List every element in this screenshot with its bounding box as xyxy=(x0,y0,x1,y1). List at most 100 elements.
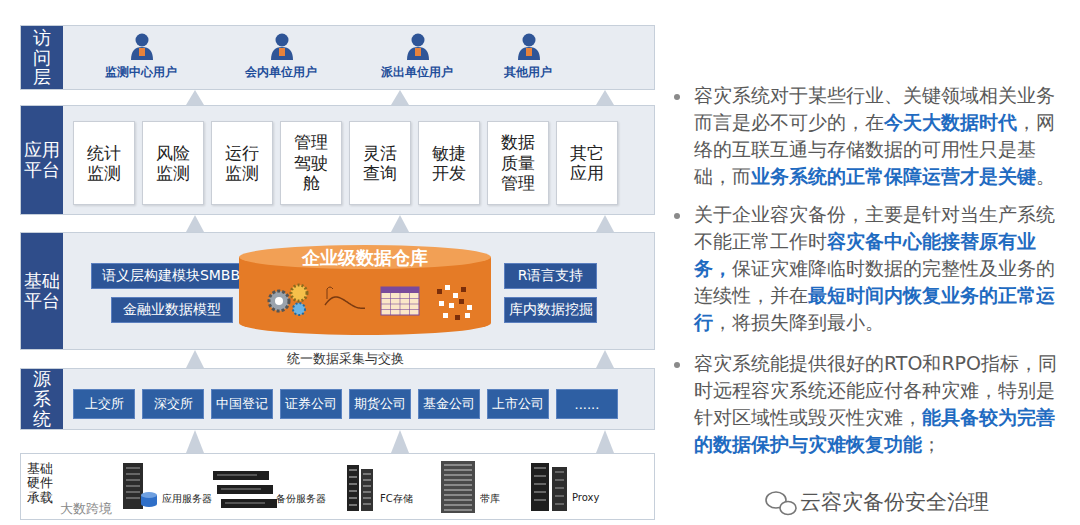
highlight-text: 今天大数据时代 xyxy=(884,111,1017,133)
box-label: 库内数据挖掘 xyxy=(509,301,593,319)
box-label: 期货公司 xyxy=(354,395,406,413)
hardware-band: 基础硬件承载 xyxy=(20,453,655,520)
box-label: 基金公司 xyxy=(423,395,475,413)
layer-name: 基础硬件承载 xyxy=(27,462,54,505)
box-label: 敏捷开发 xyxy=(432,143,467,184)
box-label: 上交所 xyxy=(85,395,124,413)
module-box: 库内数据挖掘 xyxy=(504,297,597,323)
box-label: R语言支持 xyxy=(518,267,584,285)
arrow-head xyxy=(391,430,409,453)
hardware-label: 应用服务器 xyxy=(162,492,212,506)
source-layer-band: 源系统 上交所 深交所 中国登记证券公司期货公司基金公司上市公司...... xyxy=(20,368,655,430)
arrow-head xyxy=(391,90,409,105)
user-label: 监测中心用户 xyxy=(105,64,177,81)
user-label: 会内单位用户 xyxy=(245,64,317,81)
layer-arrow xyxy=(186,350,614,368)
box-label: 数据质量管理 xyxy=(501,132,536,193)
box-label: 语义层构建模块SMBB xyxy=(102,267,240,285)
box-label: 灵活查询 xyxy=(363,143,398,184)
bullet-paragraph: 容灾系统对于某些行业、关键领域相关业务而言是必不可少的，在今天大数据时代，网络的… xyxy=(694,82,1066,190)
hardware-label: 备份服务器 xyxy=(276,492,326,506)
user-icon xyxy=(271,34,293,61)
application-box: 运行监测 xyxy=(211,121,273,205)
source-box: 基金公司 xyxy=(418,389,480,419)
module-box: R语言支持 xyxy=(504,263,597,289)
box-label: 统计监测 xyxy=(87,143,122,184)
wechat-icon xyxy=(766,492,796,515)
arrow-head xyxy=(186,90,204,105)
arrow-head xyxy=(391,215,409,232)
box-label: 运行监测 xyxy=(225,143,260,184)
hardware-label: 带库 xyxy=(480,492,500,506)
application-layer-band: 应用平台统计监测风险监测运行监测管理驾驶舱灵活查询敏捷开发数据质量管理其它应用 xyxy=(20,105,655,215)
bullet-dot xyxy=(674,362,680,368)
warehouse-cylinder xyxy=(239,245,491,335)
access-layer-band: 访问层 xyxy=(20,25,655,90)
module-box: 语义层构建模块SMBB xyxy=(91,263,251,289)
body-text: ，将损失降到最小。 xyxy=(713,311,884,333)
arrow-head xyxy=(596,350,614,368)
application-box: 统计监测 xyxy=(73,121,135,205)
data-icons xyxy=(269,285,472,320)
illustration xyxy=(21,26,656,91)
illustration xyxy=(21,454,656,521)
user-icon xyxy=(407,34,429,61)
arrow-head xyxy=(596,215,614,232)
layer-arrow xyxy=(186,90,614,105)
box-label: ...... xyxy=(575,397,600,412)
layer-label-column: 应用平台 xyxy=(21,106,63,214)
box-label: 中国登记 xyxy=(216,395,268,413)
arrow-head xyxy=(186,430,204,453)
arrow-head xyxy=(596,430,614,453)
box-label: 上市公司 xyxy=(492,395,544,413)
bullet-dot xyxy=(674,213,680,219)
user-label: 其他用户 xyxy=(504,64,552,81)
box-label: 风险监测 xyxy=(156,143,191,184)
layer-arrow xyxy=(186,430,614,453)
hardware-label: Proxy xyxy=(572,492,599,503)
application-box: 敏捷开发 xyxy=(418,121,480,205)
source-box: 上市公司 xyxy=(487,389,549,419)
module-box: 金融业数据模型 xyxy=(111,297,233,323)
layer-label-column: 基础平台 xyxy=(21,233,63,349)
watermark: 大数跨境 xyxy=(60,500,112,518)
hardware-label: FC存储 xyxy=(380,492,413,506)
arrow-head xyxy=(596,90,614,105)
highlight-text: 业务系统的正常保障运营才是关键 xyxy=(751,165,1036,187)
application-box: 数据质量管理 xyxy=(487,121,549,205)
source-box: 深交所 xyxy=(142,389,204,419)
source-box: 中国登记 xyxy=(211,389,273,419)
source-box: 期货公司 xyxy=(349,389,411,419)
source-box: 上交所 xyxy=(73,389,135,419)
bullet-paragraph: 容灾系统能提供很好的RTO和RPO指标，同时远程容灾系统还能应付各种灾难，特别是… xyxy=(694,350,1066,458)
platform-layer-band: 基础平台 语义层构建模块SMBB 金融业数据模型企业级数据仓库 R语言支持库内数据挖掘 xyxy=(20,232,655,350)
bullet-paragraph: 关于企业容灾备份，主要是针对当生产系统不能正常工作时容灾备中心能接替原有业务，保… xyxy=(694,201,1066,336)
user-icon xyxy=(518,34,540,61)
box-label: 证券公司 xyxy=(285,395,337,413)
box-label: 金融业数据模型 xyxy=(123,301,221,319)
bullet-dot xyxy=(674,94,680,100)
box-label: 其它应用 xyxy=(570,143,605,184)
user-icon xyxy=(131,34,153,61)
layer-label-column: 源系统 xyxy=(21,369,63,429)
application-box: 灵活查询 xyxy=(349,121,411,205)
box-label: 深交所 xyxy=(154,395,193,413)
data-warehouse-cylinder: 企业级数据仓库 xyxy=(239,245,491,337)
layer-arrow xyxy=(186,215,614,232)
layer-label-column: 访问层 xyxy=(21,26,63,89)
application-box: 管理驾驶舱 xyxy=(280,121,342,205)
user-label: 派出单位用户 xyxy=(381,64,453,81)
box-label: 管理驾驶舱 xyxy=(294,132,329,193)
source-box: 证券公司 xyxy=(280,389,342,419)
arrow-head xyxy=(186,215,204,232)
application-box: 风险监测 xyxy=(142,121,204,205)
hardware-icons xyxy=(123,461,567,513)
layer-name: 访问层 xyxy=(33,28,51,87)
watermark: 云容灾备份安全治理 xyxy=(800,488,989,516)
layer-name: 源系统 xyxy=(33,369,51,428)
layer-name: 基础平台 xyxy=(24,271,61,311)
layer-name: 应用平台 xyxy=(24,140,61,180)
body-text: 。 xyxy=(1036,165,1055,187)
source-box: ...... xyxy=(556,389,618,419)
application-box: 其它应用 xyxy=(556,121,618,205)
